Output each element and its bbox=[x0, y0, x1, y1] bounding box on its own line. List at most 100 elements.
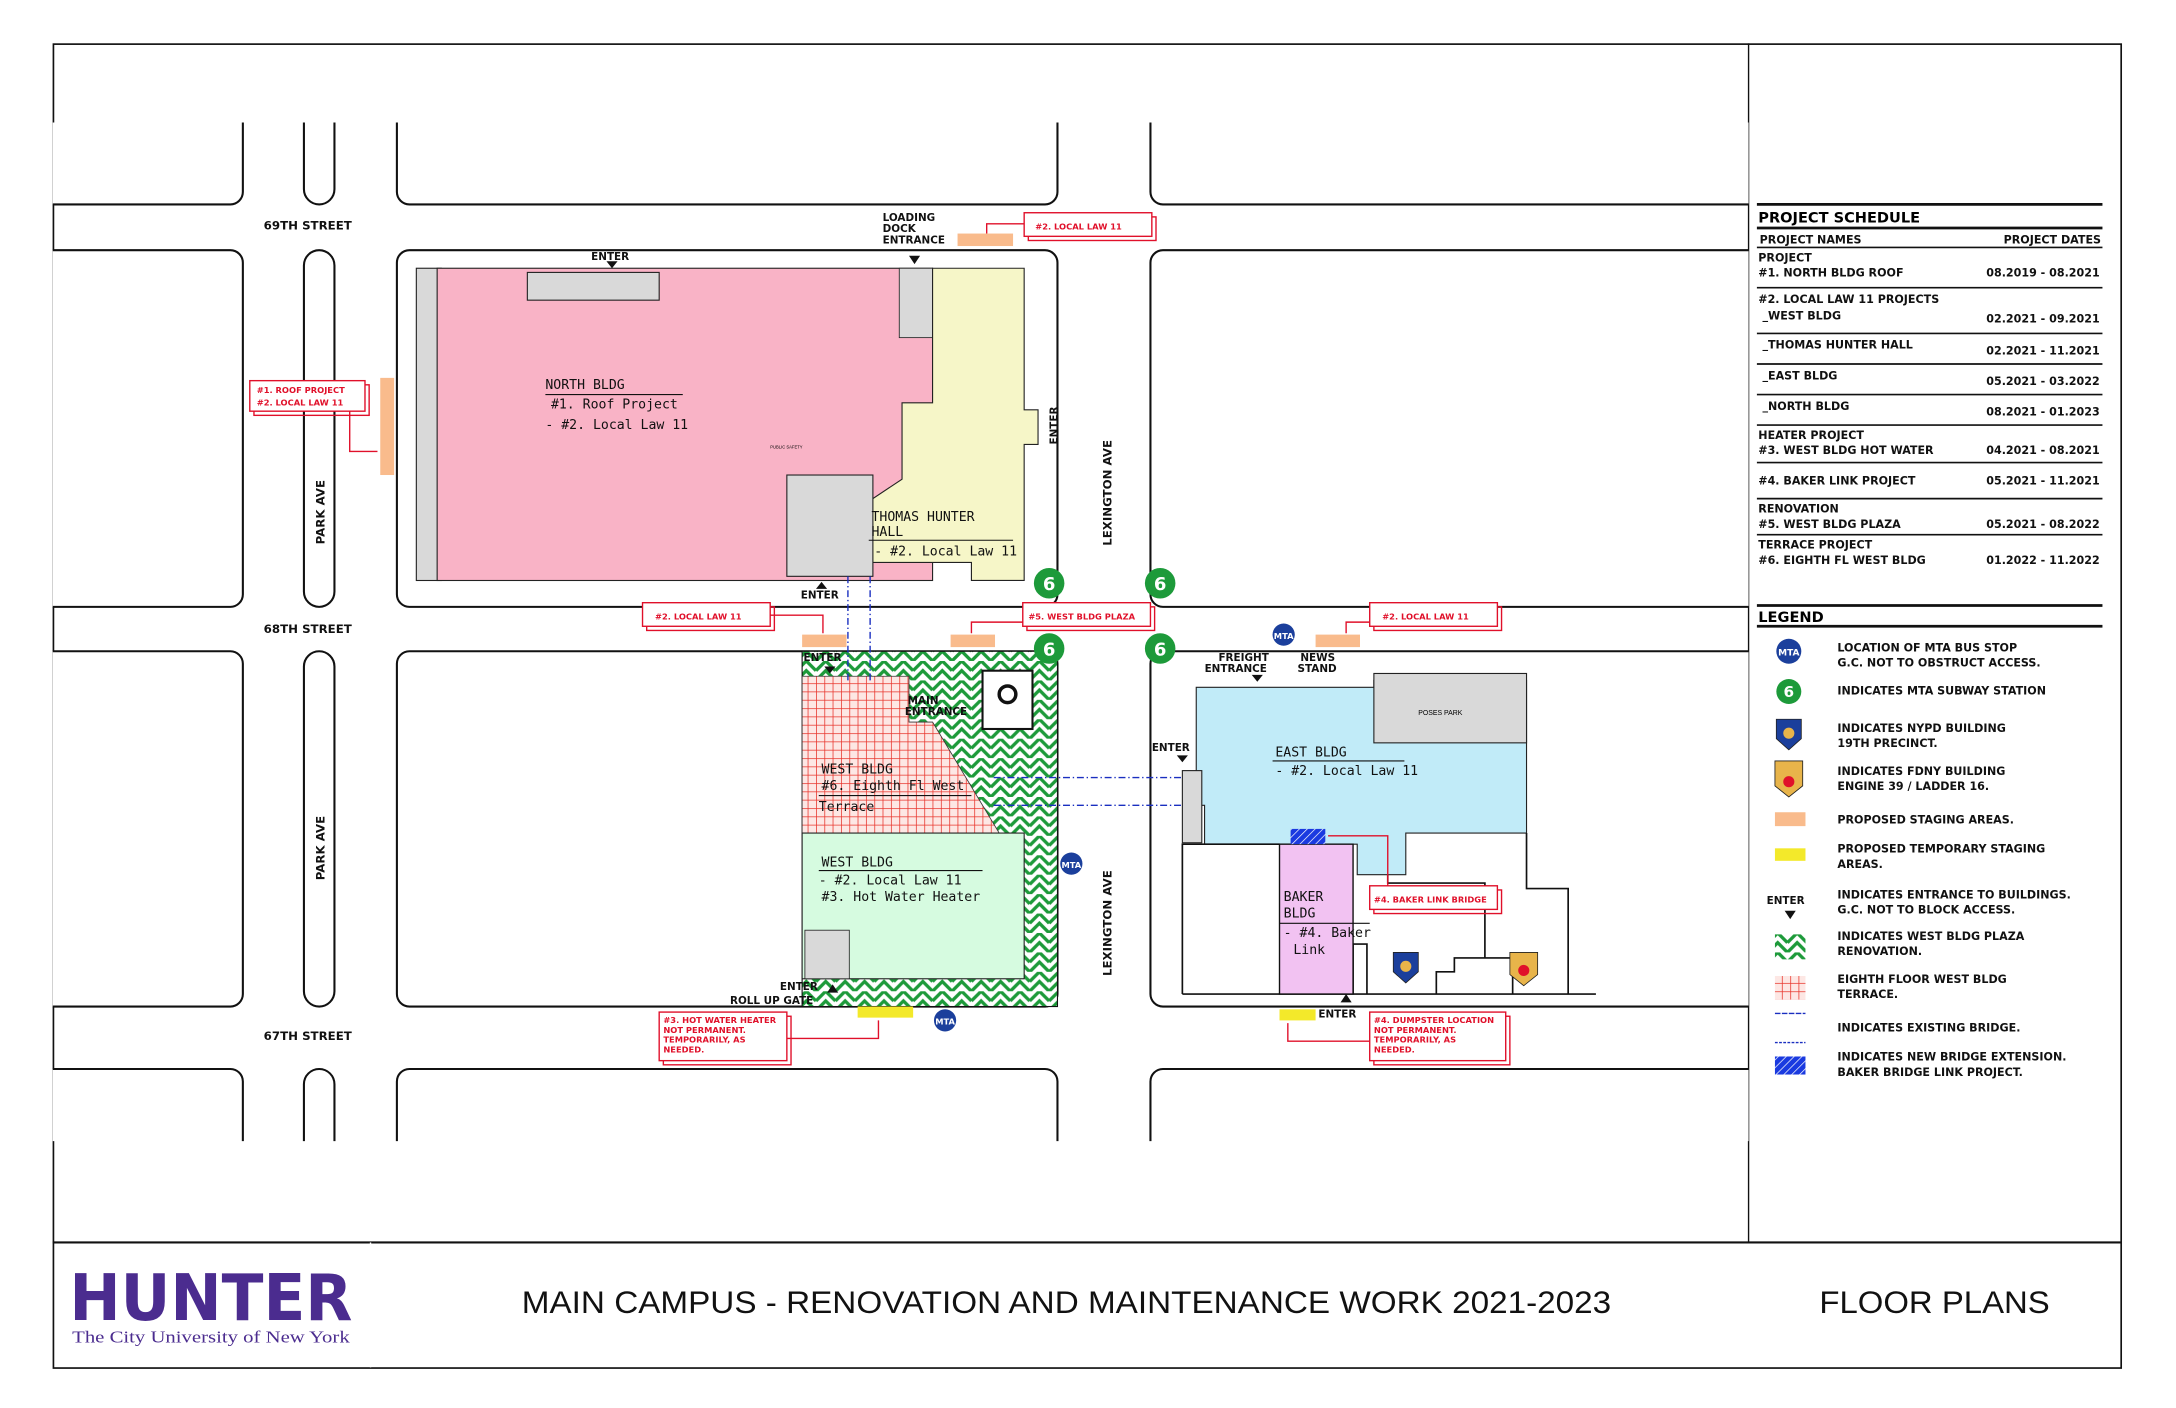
fdny-badge-icon bbox=[1774, 760, 1804, 798]
street-label-park-ave: PARK AVE bbox=[314, 816, 328, 880]
hunter-logo-subtitle: The City University of New York bbox=[72, 1327, 350, 1346]
schedule-row-overflow: HEATER PROJECT bbox=[1758, 429, 1864, 442]
callout-dumpster: NOT PERMANENT. bbox=[1374, 1025, 1457, 1035]
schedule-row-dates: 05.2021 - 03.2022 bbox=[1986, 375, 2099, 388]
subway-6-icon: 6 bbox=[1033, 568, 1065, 599]
baker-project: - #4. Baker bbox=[1284, 926, 1371, 941]
new-bridge-extension[interactable] bbox=[1290, 828, 1326, 845]
street-label-67th: 67TH STREET bbox=[264, 1029, 352, 1043]
east-bldg-project: - #2. Local Law 11 bbox=[1275, 764, 1418, 779]
north-building[interactable] bbox=[415, 267, 934, 582]
baker-overflow: Link bbox=[1293, 943, 1325, 958]
mta-bus-icon: MTA bbox=[1060, 852, 1083, 875]
callout-dumpster: #4. DUMPSTER LOCATION bbox=[1374, 1015, 1494, 1025]
schedule-row-name: #5. WEST BLDG PLAZA bbox=[1758, 518, 1901, 531]
thh-label: HALL bbox=[872, 525, 904, 540]
callout-hot-water-heater: NEEDED. bbox=[663, 1044, 704, 1054]
plaza-hatch-swatch bbox=[1774, 934, 1806, 960]
callout-dumpster: TEMPORARILY, AS bbox=[1374, 1035, 1456, 1045]
mta-bus-icon: MTA bbox=[1776, 638, 1802, 664]
street-label-68th: 68TH STREET bbox=[264, 622, 352, 636]
west-bldg-project-2: #3. Hot Water Heater bbox=[822, 890, 981, 905]
west-bldg-kiosk bbox=[981, 669, 1034, 731]
news-stand-label: NEWS bbox=[1300, 652, 1335, 664]
svg-text:6: 6 bbox=[1154, 574, 1167, 595]
legend-item-text: 19TH PRECINCT. bbox=[1837, 737, 1937, 750]
svg-text:MTA: MTA bbox=[935, 1017, 955, 1027]
schedule-title: PROJECT SCHEDULE bbox=[1758, 209, 1920, 226]
mta-bus-icon: MTA bbox=[1272, 623, 1295, 646]
legend-item-text: INDICATES ENTRANCE TO BUILDINGS. bbox=[1837, 888, 2071, 901]
callout-hot-water-heater: #3. HOT WATER HEATER bbox=[663, 1015, 776, 1025]
north-bldg-label: NORTH BLDG bbox=[545, 378, 624, 393]
callout-baker-link-bridge: #4. BAKER LINK BRIDGE bbox=[1374, 894, 1487, 904]
enter-label: ENTER bbox=[1152, 742, 1190, 754]
legend-item-text: EIGHTH FLOOR WEST BLDG bbox=[1837, 973, 2006, 986]
loading-dock-label: LOADING bbox=[883, 212, 936, 224]
terrace-grid-swatch bbox=[1774, 976, 1806, 1000]
west-terrace-project: #6. Eighth Fl West bbox=[822, 779, 965, 794]
schedule-row-overflow: TERRACE PROJECT bbox=[1758, 539, 1872, 552]
callout-hot-water-heater: TEMPORARILY, AS bbox=[663, 1035, 745, 1045]
subway-6-icon: 6 bbox=[1776, 679, 1802, 704]
legend-item-text: G.C. NOT TO BLOCK ACCESS. bbox=[1837, 904, 2015, 917]
loading-dock-label: ENTRANCE bbox=[883, 234, 945, 246]
loading-dock-label: DOCK bbox=[883, 223, 917, 235]
callout-dumpster: NEEDED. bbox=[1374, 1044, 1415, 1054]
temp-staging-swatch bbox=[1774, 848, 1806, 861]
east-bldg-label: EAST BLDG bbox=[1275, 746, 1346, 761]
schedule-row-dates: 05.2021 - 11.2021 bbox=[1986, 475, 2099, 488]
subway-6-icon: 6 bbox=[1033, 633, 1065, 664]
svg-text:6: 6 bbox=[1784, 683, 1795, 701]
enter-label: ENTER bbox=[1048, 407, 1060, 445]
schedule-row-name: _EAST BLDG bbox=[1762, 369, 1837, 382]
legend-item-text: LOCATION OF MTA BUS STOP bbox=[1837, 641, 2017, 654]
main-entrance-label: ENTRANCE bbox=[905, 706, 967, 718]
svg-text:6: 6 bbox=[1154, 639, 1167, 660]
thh-project: - #2. Local Law 11 bbox=[874, 545, 1017, 560]
schedule-row-name: #4. BAKER LINK PROJECT bbox=[1758, 475, 1916, 488]
legend-item-text: INDICATES WEST BLDG PLAZA bbox=[1837, 930, 2024, 943]
nypd-badge-icon bbox=[1775, 718, 1802, 751]
freight-entrance-label: FREIGHT bbox=[1218, 652, 1269, 664]
freight-entrance-label: ENTRANCE bbox=[1205, 663, 1267, 675]
callout-roof-project: #2. LOCAL LAW 11 bbox=[257, 398, 344, 408]
north-lobby bbox=[786, 474, 874, 577]
schedule-row-overflow: RENOVATION bbox=[1758, 502, 1839, 515]
thomas-hunter-hall[interactable] bbox=[859, 267, 1039, 582]
subway-6-icons: 6 6 6 6 bbox=[1033, 568, 1176, 664]
west-bldg-project-1: - #2. Local Law 11 bbox=[819, 873, 962, 888]
street-label-lexington-ave: LEXINGTON AVE bbox=[1101, 440, 1115, 546]
staging-swatch bbox=[1774, 812, 1806, 827]
schedule-row-dates: 08.2021 - 01.2023 bbox=[1986, 405, 2099, 418]
enter-label: ENTER bbox=[1318, 1009, 1356, 1021]
enter-label: ENTER bbox=[591, 251, 629, 263]
poses-park-label: POSES PARK bbox=[1418, 710, 1462, 717]
schedule-row-name: _WEST BLDG bbox=[1762, 310, 1841, 323]
mta-bus-stop-icons: MTA MTA MTA bbox=[933, 623, 1295, 1032]
temporary-staging-areas bbox=[857, 1006, 1316, 1021]
legend-item-text: RENOVATION. bbox=[1837, 945, 1922, 958]
svg-text:MTA: MTA bbox=[1778, 648, 1799, 658]
street-label-69th: 69TH STREET bbox=[264, 218, 352, 232]
roll-up-gate-label: ROLL UP GATE bbox=[730, 995, 813, 1007]
callout-local-law-11: #2. LOCAL LAW 11 bbox=[655, 611, 742, 621]
svg-text:MTA: MTA bbox=[1061, 860, 1081, 870]
west-terrace-project: Terrace bbox=[819, 800, 875, 815]
legend-title: LEGEND bbox=[1758, 609, 1823, 626]
subway-6-icon: 6 bbox=[1144, 633, 1176, 664]
callout-west-bldg-plaza: #5. WEST BLDG PLAZA bbox=[1028, 611, 1135, 621]
legend-item-text: ENGINE 39 / LADDER 16. bbox=[1837, 780, 1989, 793]
svg-text:6: 6 bbox=[1043, 639, 1056, 660]
enter-arrow-icons bbox=[606, 255, 1352, 1003]
baker-label: BAKER bbox=[1284, 890, 1324, 905]
schedule-row-name: _NORTH BLDG bbox=[1762, 400, 1849, 413]
callout-local-law-11: #2. LOCAL LAW 11 bbox=[1035, 221, 1122, 231]
svg-text:6: 6 bbox=[1043, 574, 1056, 595]
callout-hot-water-heater: NOT PERMANENT. bbox=[663, 1025, 746, 1035]
thh-label: THOMAS HUNTER bbox=[872, 510, 975, 525]
legend-item-text: PROPOSED STAGING AREAS. bbox=[1837, 813, 2014, 826]
baker-building[interactable] bbox=[1278, 843, 1354, 995]
north-bldg-project-2: - #2. Local Law 11 bbox=[545, 418, 688, 433]
schedule-row-dates: 01.2022 - 11.2022 bbox=[1986, 554, 2099, 567]
